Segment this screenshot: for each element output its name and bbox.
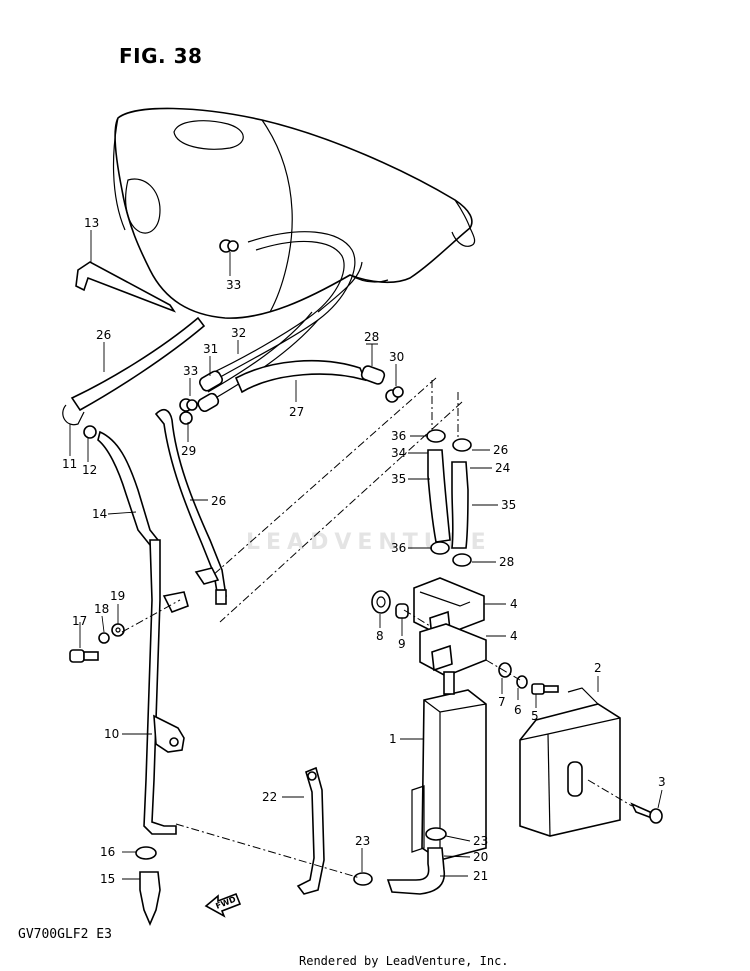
callout-3: 3 [658, 775, 666, 789]
washer-19 [111, 623, 125, 637]
strap-13 [75, 261, 177, 313]
bolt-5 [531, 683, 559, 695]
callout-22: 21 [473, 869, 488, 883]
callout-5: 5 [531, 709, 539, 723]
callout-14: 14 [92, 507, 107, 521]
callout-12: 12 [82, 463, 97, 477]
callout-9: 9 [398, 637, 406, 651]
corrugated-hose-28-middle [234, 359, 386, 394]
footer-credit: Rendered by LeadVenture, Inc. [299, 954, 509, 968]
callout-23-right: 23 [473, 834, 488, 848]
fwd-arrow-icon: FWD [204, 892, 242, 918]
callout-30: 30 [389, 350, 404, 364]
callout-21: 22 [262, 790, 277, 804]
callout-26-upper: 26 [493, 443, 508, 457]
bolt-17 [69, 649, 99, 663]
grommet-8 [371, 590, 391, 614]
assembly-lines [121, 377, 633, 879]
callout-4-lower: 4 [510, 629, 518, 643]
callout-32: 32 [231, 326, 246, 340]
callout-36-lower: 36 [391, 541, 406, 555]
clamp-30 [385, 386, 404, 403]
callout-29: 29 [181, 444, 196, 458]
callout-19: 19 [110, 589, 125, 603]
model-code: GV700GLF2 E3 [18, 927, 112, 942]
callout-11: 11 [62, 457, 77, 471]
strap-21 [296, 766, 325, 895]
clamp-23-left [353, 872, 373, 886]
clamp-23-right [425, 827, 447, 841]
pipe-10 [143, 539, 185, 835]
callout-17: 17 [72, 614, 87, 628]
callout-35-left: 35 [391, 472, 406, 486]
callout-28-left: 26 [96, 328, 111, 342]
callout-36-upper: 36 [391, 429, 406, 443]
callout-7: 7 [498, 695, 506, 709]
callout-34: 34 [391, 446, 406, 460]
washer-18 [98, 632, 110, 644]
callout-labels: 13 26 33 32 31 33 28 30 27 29 11 12 14 2… [62, 216, 666, 886]
fitting-15 [139, 871, 161, 927]
bracket-4-lower [419, 623, 487, 677]
callout-8: 8 [376, 629, 384, 643]
callout-6: 6 [514, 703, 522, 717]
clamp-16 [135, 846, 157, 860]
callout-4-upper: 4 [510, 597, 518, 611]
fuel-tank [112, 107, 476, 319]
callout-24: 26 [211, 494, 226, 508]
callout-31: 31 [203, 342, 218, 356]
callout-35-right: 35 [501, 498, 516, 512]
corrugated-hose-28-left [62, 316, 206, 426]
clamp-33-lower [179, 398, 198, 412]
hose-20-22 [386, 847, 446, 895]
figure-title: FIG. 38 [119, 44, 203, 68]
callout-33-upper: 33 [226, 278, 241, 292]
screw-3 [630, 802, 663, 824]
cover-2 [519, 687, 621, 837]
leader-lines [69, 230, 663, 880]
callout-18: 18 [94, 602, 109, 616]
callout-27: 28 [364, 330, 379, 344]
callout-20: 20 [473, 850, 488, 864]
hose-25-35 [451, 438, 472, 567]
clamp-29 [179, 411, 193, 425]
callout-25: 24 [495, 461, 510, 475]
upper-hose-31 [197, 261, 363, 413]
pipe-24 [154, 408, 227, 614]
callout-16: 16 [100, 845, 115, 859]
upper-hose-32 [199, 231, 356, 392]
callout-23-left: 23 [355, 834, 370, 848]
hose-34-35 [426, 429, 451, 555]
clamp-33-upper [219, 239, 239, 253]
canister-1 [411, 671, 487, 861]
washer-7 [498, 662, 512, 678]
callout-33-lower: 33 [183, 364, 198, 378]
callout-15: 15 [100, 872, 115, 886]
washer-6 [516, 675, 528, 689]
callout-10: 10 [104, 727, 119, 741]
clamp-12 [83, 425, 97, 439]
pipe-14 [97, 430, 160, 547]
callout-28-middle: 27 [289, 405, 304, 419]
callout-13: 13 [84, 216, 99, 230]
callout-2: 2 [594, 661, 602, 675]
callout-26-lower: 28 [499, 555, 514, 569]
callout-1: 1 [389, 732, 397, 746]
